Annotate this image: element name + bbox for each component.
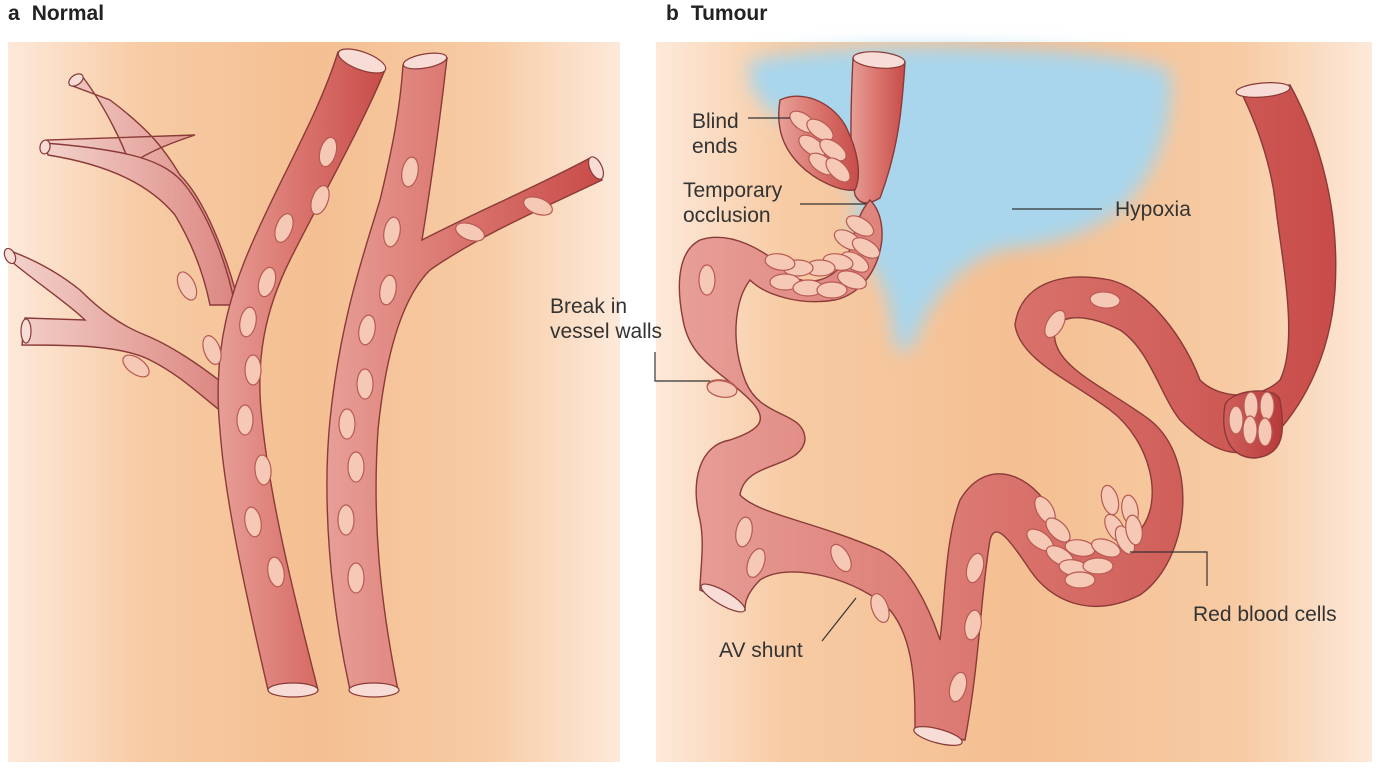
red-blood-cell	[1228, 405, 1244, 435]
normal-vessel-right	[326, 57, 603, 691]
red-blood-cell	[379, 274, 397, 306]
red-blood-cell	[1125, 514, 1143, 546]
red-blood-cell	[830, 543, 852, 573]
break-leader	[654, 352, 710, 382]
red-blood-cell	[1242, 415, 1258, 445]
label-blind-ends-line2: ends	[692, 135, 738, 158]
red-blood-cell	[1089, 291, 1121, 309]
red-blood-cell	[837, 270, 867, 290]
red-blood-cell	[735, 516, 753, 548]
red-blood-cell	[176, 271, 198, 301]
vessel-opening	[700, 583, 746, 613]
branch-end-cap	[20, 318, 32, 344]
red-blood-cell	[1100, 484, 1120, 516]
leader-lines	[654, 117, 1208, 642]
red-blood-cell	[338, 408, 356, 440]
label-blind-ends-line1: Blind	[692, 110, 739, 133]
red-blood-cell	[698, 264, 716, 296]
red-blood-cell	[1091, 538, 1121, 558]
vessel-opening	[913, 726, 963, 746]
vessel-opening	[852, 51, 906, 69]
panel-b-title: b Tumour	[666, 2, 767, 26]
normal-branch-lower	[6, 248, 226, 414]
red-blood-cell	[236, 404, 254, 436]
panel-a-heading: Normal	[31, 2, 105, 25]
rbc-leader	[1130, 551, 1208, 586]
red-blood-cell	[1045, 517, 1071, 543]
vessel-opening	[337, 48, 387, 74]
red-blood-cell	[523, 196, 553, 216]
red-blood-cell	[257, 266, 277, 298]
red-blood-cell	[825, 157, 851, 183]
panel-a-title: a Normal	[8, 2, 104, 26]
red-blood-cell	[798, 134, 826, 158]
label-break-in-vessel-walls: Break in vessel walls	[550, 295, 662, 343]
red-blood-cell	[851, 237, 881, 259]
normal-vasculature	[3, 48, 605, 698]
red-blood-cell	[1082, 557, 1114, 575]
red-blood-cell	[310, 185, 330, 215]
red-blood-cell	[202, 335, 222, 365]
red-blood-cell	[337, 504, 355, 536]
red-blood-cell	[274, 213, 294, 243]
av-shunt-leader	[821, 597, 857, 642]
red-blood-cell	[318, 136, 338, 168]
red-blood-cell	[356, 368, 374, 400]
tumour-vessel-top-stub	[850, 57, 906, 204]
red-blood-cell	[1259, 391, 1275, 421]
label-occlusion-line2: occlusion	[683, 204, 771, 227]
vessel-opening	[267, 682, 319, 698]
red-blood-cell	[1044, 309, 1066, 339]
red-blood-cell	[870, 593, 890, 623]
red-blood-cell	[764, 253, 796, 271]
red-blood-cell	[244, 506, 262, 538]
vessel-opening	[587, 156, 605, 180]
red-blood-cell	[845, 215, 875, 237]
red-blood-cell	[122, 354, 150, 378]
red-blood-cell	[948, 671, 968, 703]
vessel-opening	[402, 52, 448, 70]
normal-red-blood-cells	[122, 136, 553, 594]
red-blood-cell	[746, 548, 766, 578]
red-blood-cell	[358, 314, 376, 346]
red-blood-cell	[254, 454, 272, 486]
label-blind-ends: Blind ends	[692, 110, 745, 158]
panel-a-letter: a	[8, 2, 20, 25]
red-blood-cell	[401, 156, 419, 188]
label-red-blood-cells: Red blood cells	[1193, 603, 1337, 626]
escaping-red-blood-cell	[706, 380, 738, 398]
red-blood-cell	[816, 281, 848, 299]
panel-b-heading: Tumour	[690, 2, 768, 25]
label-av-shunt: AV shunt	[719, 639, 803, 662]
red-blood-cell	[239, 306, 257, 338]
branch-end-cap	[68, 73, 84, 87]
label-break-line2: vessel walls	[550, 320, 662, 343]
branch-end-cap	[39, 139, 51, 155]
red-blood-cell	[347, 451, 365, 483]
red-blood-cell	[1064, 571, 1096, 589]
red-blood-cell	[383, 216, 401, 248]
label-break-line1: Break in	[550, 295, 627, 318]
red-blood-cell	[1257, 417, 1273, 447]
tumour-vasculature: Blind ends Temporary occlusion Hypoxia B…	[550, 51, 1337, 746]
red-blood-cell	[806, 118, 834, 142]
red-blood-cell	[819, 138, 847, 162]
vessel-opening	[348, 682, 400, 698]
red-blood-cell	[964, 609, 982, 641]
branch-end-cap	[3, 247, 17, 265]
label-temporary-occlusion: Temporary occlusion	[683, 179, 788, 227]
label-occlusion-line1: Temporary	[683, 179, 783, 202]
panel-b-letter: b	[666, 2, 679, 25]
red-blood-cell	[267, 556, 285, 588]
red-blood-cell	[455, 222, 485, 242]
tumour-vessel-main	[678, 84, 1337, 741]
red-blood-cell	[965, 552, 985, 584]
red-blood-cell	[347, 562, 365, 594]
vessel-opening	[1235, 82, 1291, 98]
label-hypoxia: Hypoxia	[1115, 198, 1191, 221]
tumour-red-blood-cells	[698, 110, 1275, 703]
red-blood-cell	[244, 354, 262, 386]
